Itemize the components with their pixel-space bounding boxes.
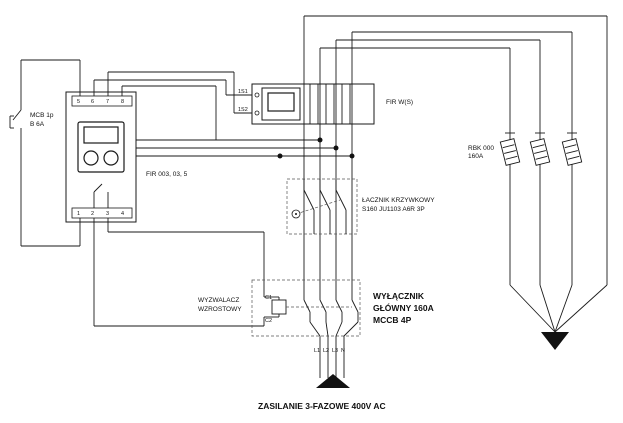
current-transformer-block <box>251 83 375 125</box>
rbk-fuses <box>499 16 608 350</box>
main-breaker-label-2: GŁÓWNY 160A <box>373 302 434 313</box>
phase-n: N <box>341 348 345 354</box>
fir-terminal-5: 5 <box>77 99 80 105</box>
trip-label-1: WYZWALACZ <box>198 297 239 304</box>
phase-l3: L3 <box>332 348 338 354</box>
fir-terminal-3: 3 <box>106 211 109 217</box>
fir-terminal-4: 4 <box>121 211 124 217</box>
supply-label: ZASILANIE 3-FAZOWE 400V AC <box>258 401 386 411</box>
rbk-label-1: RBK 000 <box>468 145 494 152</box>
fir-terminal-8: 8 <box>121 99 124 105</box>
cam-switch <box>286 178 358 235</box>
trip-label-2: WZROSTOWY <box>198 306 242 313</box>
ct-terminal-1s1: 1S1 <box>238 89 248 95</box>
load-arrow-icon <box>541 332 569 350</box>
mcb-breaker <box>9 59 80 247</box>
main-breaker <box>251 210 361 337</box>
mcb-label-1: MCB 1p <box>30 112 54 119</box>
supply-lines <box>316 336 350 388</box>
cam-switch-label-2: S160 JU1103 A6R 3P <box>362 206 425 213</box>
fir-w-label: FIR W(S) <box>386 99 413 106</box>
ct-terminal-1s2: 1S2 <box>238 107 248 113</box>
fir-relay-label: FIR 003, 03, 5 <box>146 171 188 178</box>
fir-bottom-wiring <box>79 218 265 327</box>
fir-terminal-2: 2 <box>91 211 94 217</box>
mcb-label-2: B 6A <box>30 121 45 128</box>
fir-relay-module <box>65 91 137 223</box>
main-breaker-label-3: MCCB 4P <box>373 315 412 325</box>
junction-dots <box>277 137 355 159</box>
fir-terminal-7: 7 <box>106 99 109 105</box>
fir-terminal-1: 1 <box>77 211 80 217</box>
bus-lines <box>303 15 607 297</box>
phase-l2: L2 <box>323 348 329 354</box>
main-breaker-label-1: WYŁĄCZNIK <box>373 291 425 301</box>
cam-switch-label-1: ŁACZNIK KRZYWKOWY <box>362 197 435 204</box>
trip-terminal-c1: C1 <box>265 295 272 301</box>
trip-terminal-c2: C2 <box>265 318 272 324</box>
supply-arrow-icon <box>316 374 350 388</box>
rbk-label-2: 160A <box>468 153 484 160</box>
phase-l1: L1 <box>314 348 320 354</box>
fir-terminal-6: 6 <box>91 99 94 105</box>
